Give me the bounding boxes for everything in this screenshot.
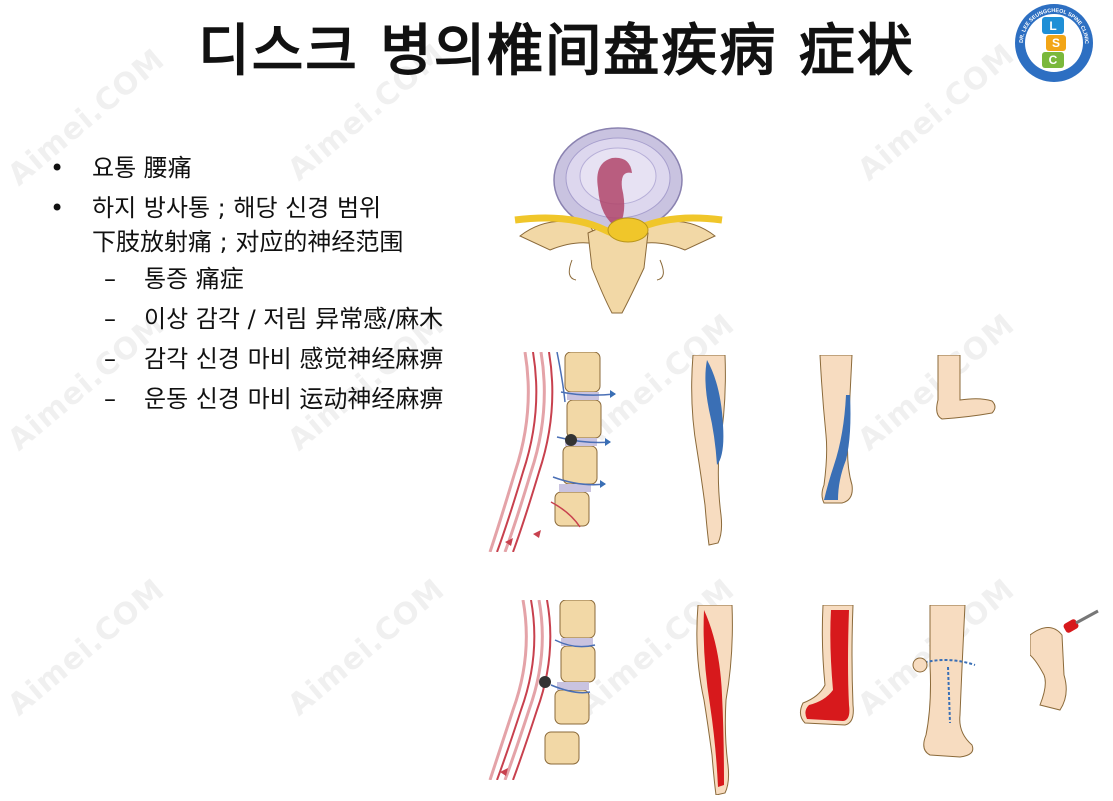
leg-measurement-illustration <box>912 605 976 758</box>
sub-item-text: 운동 신경 마비 运动神经麻痹 <box>144 385 444 413</box>
logo-letter-s: S <box>1052 36 1060 50</box>
clinic-logo: L S C DR. LEE SEUNGCHEOL SPINE CLINIC <box>1015 4 1093 82</box>
bullet-text: 하지 방사통 ; 해당 신경 범위 <box>92 194 382 222</box>
bullet-text: 요통 腰痛 <box>92 154 192 182</box>
sub-item: – 이상 감각 / 저림 异常感/麻木 <box>40 299 443 339</box>
bullet-dot: • <box>50 194 65 222</box>
sub-item: – 감각 신경 마비 感觉神经麻痹 <box>40 339 443 379</box>
dash: – <box>104 385 116 413</box>
dash: – <box>104 345 116 373</box>
sensory-leg-side-illustration <box>819 355 853 504</box>
sub-item: – 운동 신경 마비 运动神经麻痹 <box>40 379 443 419</box>
bullet-item: • 하지 방사통 ; 해당 신경 범위 下肢放射痛 ; 对应的神经范围 <box>40 188 443 259</box>
reflex-hammer-illustration <box>1030 609 1099 711</box>
sub-item: – 통증 痛症 <box>40 259 443 299</box>
symptom-list: • 요통 腰痛 • 하지 방사통 ; 해당 신경 범위 下肢放射痛 ; 对应的神… <box>40 148 443 419</box>
sensory-nerve-spine-illustration <box>488 352 616 552</box>
sub-item-text: 이상 감각 / 저림 异常感/麻木 <box>144 305 444 333</box>
watermark: Aimei.COM <box>1 572 172 723</box>
dash: – <box>104 305 116 333</box>
dash: – <box>104 265 116 293</box>
sub-item-text: 통증 痛症 <box>144 265 244 293</box>
herniated-disc-illustration <box>514 127 723 314</box>
page-title: 디스크 병의椎间盘疾病 症状 <box>198 19 915 84</box>
motor-leg-front-illustration <box>696 605 733 795</box>
sensory-leg-front-illustration <box>691 355 726 546</box>
foot-illustration <box>936 355 996 420</box>
watermark: Aimei.COM <box>281 572 452 723</box>
logo-letter-l: L <box>1049 19 1056 33</box>
bullet-continuation: 下肢放射痛 ; 对应的神经范围 <box>92 228 404 256</box>
bullet-dot: • <box>50 154 65 182</box>
sub-item-text: 감각 신경 마비 感觉神经麻痹 <box>144 345 444 373</box>
bullet-item: • 요통 腰痛 <box>40 148 443 188</box>
motor-foot-illustration <box>799 605 854 726</box>
logo-letter-c: C <box>1049 53 1058 67</box>
motor-nerve-spine-illustration <box>488 600 596 780</box>
